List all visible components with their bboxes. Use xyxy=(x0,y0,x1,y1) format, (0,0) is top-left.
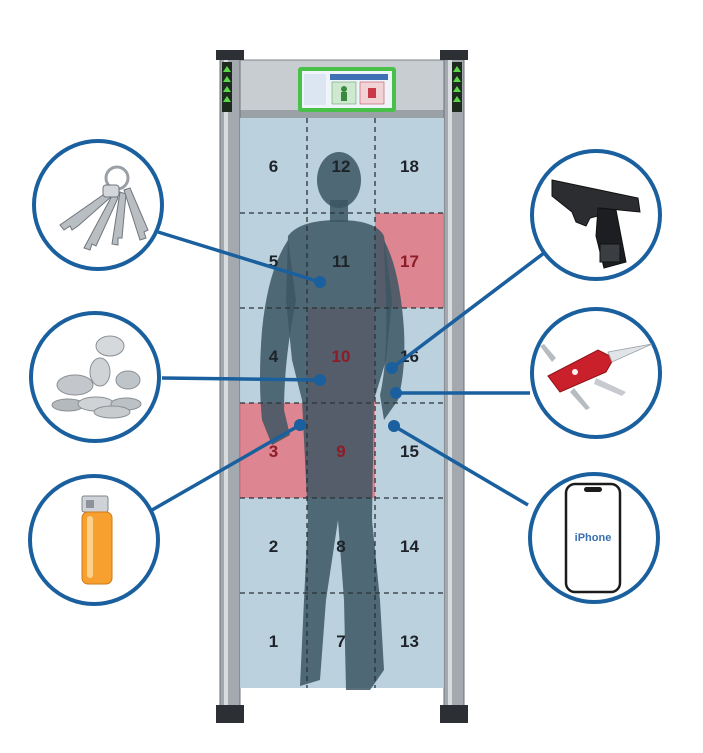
zone-cell-18 xyxy=(375,118,444,213)
phone-icon: iPhone xyxy=(564,482,622,594)
zone-label-8: 8 xyxy=(336,537,345,556)
pocket-knife-icon xyxy=(540,343,653,410)
callout-dots xyxy=(294,276,402,432)
person-silhouette xyxy=(260,152,405,690)
control-panel-screen xyxy=(298,67,396,112)
zone-label-11: 11 xyxy=(332,252,350,271)
zone-label-4: 4 xyxy=(269,347,279,366)
zone-cell-6 xyxy=(240,118,307,213)
callout-line-keys xyxy=(157,230,321,284)
item-bubble-pistol xyxy=(530,149,662,281)
zone-cell-2 xyxy=(240,498,307,593)
keys-icon xyxy=(59,165,149,251)
zone-label-6: 6 xyxy=(269,157,278,176)
callout-line-lighter xyxy=(151,423,301,512)
zone-label-18: 18 xyxy=(400,157,419,176)
zone-label-14: 14 xyxy=(400,537,419,556)
zone-label-17: 17 xyxy=(400,252,419,271)
pistol-icon xyxy=(551,179,641,269)
detector-frame xyxy=(216,50,468,723)
lighter-icon xyxy=(81,495,113,585)
zone-label-10: 10 xyxy=(332,347,351,366)
led-indicator-left xyxy=(222,62,232,112)
item-bubble-keys xyxy=(32,139,164,271)
callout-lines xyxy=(151,230,550,512)
zone-label-3: 3 xyxy=(269,442,278,461)
item-bubble-phone: iPhone xyxy=(528,472,660,604)
zone-label-9: 9 xyxy=(336,442,345,461)
callout-line-coins xyxy=(161,376,321,382)
zone-cell-1 xyxy=(240,593,307,688)
phone-screen-label: iPhone xyxy=(575,532,612,544)
zone-label-15: 15 xyxy=(400,442,419,461)
callout-line-pistol xyxy=(390,248,550,370)
zone-cell-13 xyxy=(375,593,444,688)
zone-label-7: 7 xyxy=(336,632,345,651)
zone-label-2: 2 xyxy=(269,537,278,556)
zone-label-12: 12 xyxy=(332,157,351,176)
callout-line-phone xyxy=(393,424,529,507)
led-indicator-right xyxy=(452,62,462,112)
zone-label-13: 13 xyxy=(400,632,419,651)
zone-label-5: 5 xyxy=(269,252,278,271)
item-bubble-coins xyxy=(29,311,161,443)
item-bubble-lighter xyxy=(28,474,160,606)
zone-cell-14 xyxy=(375,498,444,593)
zone-label-1: 1 xyxy=(269,632,278,651)
item-bubble-pocket-knife xyxy=(530,307,662,439)
coins-icon xyxy=(51,335,142,419)
